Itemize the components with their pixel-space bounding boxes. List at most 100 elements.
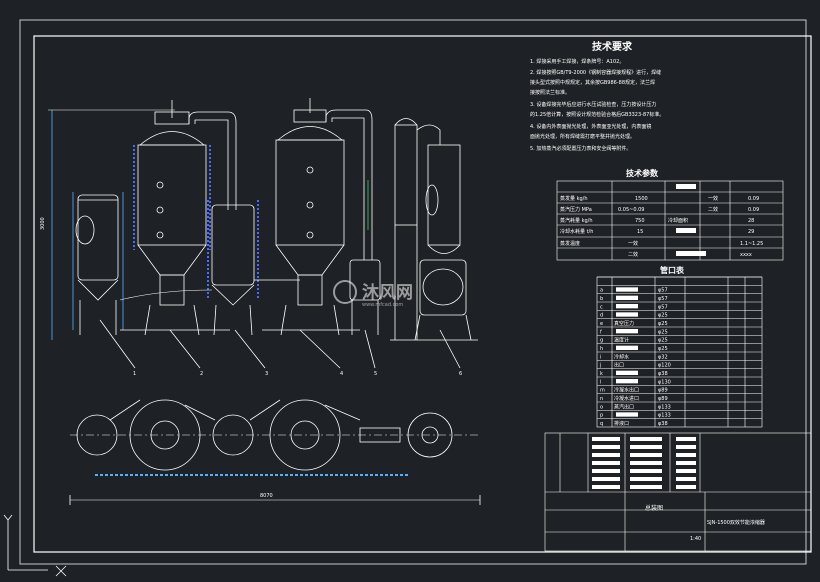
svg-text:0.05~0.09: 0.05~0.09 <box>618 207 644 213</box>
drawing-name: 总装图 <box>645 504 663 512</box>
nozzle-cell: i <box>600 354 601 360</box>
nozzle-cell: c <box>600 304 603 310</box>
nozzle-cell: φ38 <box>658 421 668 427</box>
nozzle-cell: φ25 <box>658 313 668 319</box>
svg-text:二效: 二效 <box>708 206 718 213</box>
nozzle-cell: φ89 <box>658 396 668 402</box>
scale: 1:40 <box>690 536 701 542</box>
nozzle-cell: 出口 <box>614 362 624 369</box>
watermark-text: 沐风网 <box>362 283 413 303</box>
nozzle-cell: o <box>600 404 603 410</box>
part-balloons: 1 2 3 4 5 6 <box>133 371 462 377</box>
tech-params-title: 技术参数 <box>626 168 659 178</box>
nozzle-cell: f <box>600 329 602 335</box>
balloon-label: 2 <box>200 371 203 377</box>
nozzle-cell: 冷却水 <box>614 353 629 360</box>
svg-text:冷却水耗量 t/h: 冷却水耗量 t/h <box>560 228 593 235</box>
nozzle-cell: φ25 <box>658 338 668 344</box>
height-dimension: 3000 <box>40 217 46 230</box>
svg-text:28: 28 <box>748 218 754 224</box>
nozzle-cell: φ57 <box>658 296 668 302</box>
outer-frame <box>19 19 807 565</box>
requirement-line: 接头型式按照中规规定，其余按GB986-88规定，法兰焊 <box>530 79 655 86</box>
svg-text:1500: 1500 <box>635 196 648 202</box>
nozzle-cell: 冷凝水出口 <box>614 387 639 394</box>
balloon-label: 5 <box>374 371 377 377</box>
watermark: 沐风网 www.mfcad.com <box>333 280 413 308</box>
nozzle-cell: 温度计 <box>614 337 629 344</box>
nozzle-cell: φ57 <box>658 288 668 294</box>
tech-requirements: 技术要求 1. 焊接采用手工焊接，焊条牌号：A102。 2. 焊接按照GB/T9… <box>530 40 664 152</box>
balloon-label: 1 <box>133 371 136 377</box>
nozzle-cell: φ32 <box>658 354 668 360</box>
svg-text:蒸发量 kg/h: 蒸发量 kg/h <box>560 195 588 202</box>
nozzle-cell: φ38 <box>658 371 668 377</box>
nozzle-cell: φ120 <box>658 363 671 369</box>
requirement-line: 1. 焊接采用手工焊接，焊条牌号：A102。 <box>530 58 624 65</box>
nozzle-cell: φ89 <box>658 388 668 394</box>
balloon-label: 6 <box>459 371 462 377</box>
nozzle-cell: e <box>600 321 603 327</box>
svg-text:蒸汽压力 MPa: 蒸汽压力 MPa <box>560 206 592 213</box>
balloon-label: 4 <box>340 371 343 377</box>
svg-text:蒸发温度: 蒸发温度 <box>560 240 580 247</box>
product-name: SJN-1500双效节能浓缩器 <box>707 519 765 526</box>
svg-text:0.09: 0.09 <box>748 196 759 202</box>
requirement-line: 的1.25倍计算，按照设计规范检验合格后GB3323-87标准。 <box>530 111 664 118</box>
svg-text:冷却面积: 冷却面积 <box>668 217 688 224</box>
nozzle-cell: a <box>600 288 603 294</box>
svg-text:二效: 二效 <box>628 251 638 258</box>
svg-text:29: 29 <box>748 229 754 235</box>
nozzle-cell: b <box>600 296 603 302</box>
balloon-label: 3 <box>265 371 268 377</box>
ucs-axis-icon <box>3 514 67 577</box>
nozzle-cell: h <box>600 346 603 352</box>
front-elevation <box>48 98 478 369</box>
nozzle-table-title: 管口表 <box>660 265 685 275</box>
svg-text:xxxx: xxxx <box>740 252 752 258</box>
nozzle-cell: n <box>600 396 603 402</box>
title-block: 总装图 SJN-1500双效节能浓缩器 1:40 <box>544 432 812 552</box>
nozzle-cell: φ133 <box>658 404 671 410</box>
requirement-line: 面抛光处理，所有焊缝需打磨平整并抛光处理。 <box>530 133 635 140</box>
nozzle-rows: a φ57 b φ57 c φ57 d φ25 e 真空压力 φ25 f φ25 g 温度计 φ25 h φ25 i… <box>597 276 762 427</box>
nozzle-cell: p <box>600 413 603 419</box>
nozzle-cell: φ130 <box>658 379 671 385</box>
tech-params-table: 技术参数 蒸发量 kg/h 1500 一效 0.09 蒸汽压力 MPa 0.05… <box>556 168 784 261</box>
length-dimension: 8070 <box>260 493 273 499</box>
svg-text:1.1~1.25: 1.1~1.25 <box>740 241 763 247</box>
nozzle-cell: q <box>600 421 603 427</box>
nozzle-cell: 真空压力 <box>614 320 634 327</box>
svg-text:750: 750 <box>635 218 645 224</box>
nozzle-cell: 冷凝水进口 <box>614 395 639 402</box>
nozzle-cell: d <box>600 313 603 319</box>
nozzle-cell: 蒸汽出口 <box>614 403 634 410</box>
nozzle-cell: φ25 <box>658 346 668 352</box>
requirement-line: 5. 加热蒸汽必须配置压力表和安全阀等附件。 <box>530 145 631 152</box>
requirement-line: 4. 设备内外表面抛光处理，外表面亚光处理，内表面镜 <box>530 123 651 130</box>
svg-text:一效: 一效 <box>708 195 718 202</box>
requirement-line: 3. 设备焊接完毕后应进行水压试验检查，压力按设计压力 <box>530 101 656 108</box>
nozzle-cell: m <box>600 388 605 394</box>
svg-text:0.09: 0.09 <box>748 207 759 213</box>
nozzle-cell: g <box>600 338 603 344</box>
watermark-url: www.mfcad.com <box>362 302 403 308</box>
nozzle-cell: 排液口 <box>614 420 629 427</box>
nozzle-cell: φ133 <box>658 413 671 419</box>
nozzle-cell: φ57 <box>658 304 668 310</box>
nozzle-table: 管口表 a φ57 b φ57 c φ57 d φ25 e 真空压力 φ25 f φ25 g 温度计 φ25 h… <box>596 265 763 428</box>
requirement-line: 接按照法兰标准。 <box>530 89 570 96</box>
svg-text:15: 15 <box>637 229 643 235</box>
nozzle-cell: j <box>599 363 601 369</box>
nozzle-cell: l <box>600 379 601 385</box>
nozzle-cell: k <box>600 371 603 377</box>
tech-requirements-title: 技术要求 <box>592 40 633 53</box>
inner-frame <box>33 35 812 553</box>
nozzle-cell: φ25 <box>658 329 668 335</box>
svg-text:一效: 一效 <box>628 240 638 247</box>
nozzle-cell: φ25 <box>658 321 668 327</box>
plan-view <box>69 399 481 505</box>
requirement-line: 2. 焊接按照GB/T9-2000《钢制容器焊接规程》进行，焊缝 <box>530 69 661 76</box>
svg-text:蒸汽耗量 kg/h: 蒸汽耗量 kg/h <box>560 217 593 224</box>
